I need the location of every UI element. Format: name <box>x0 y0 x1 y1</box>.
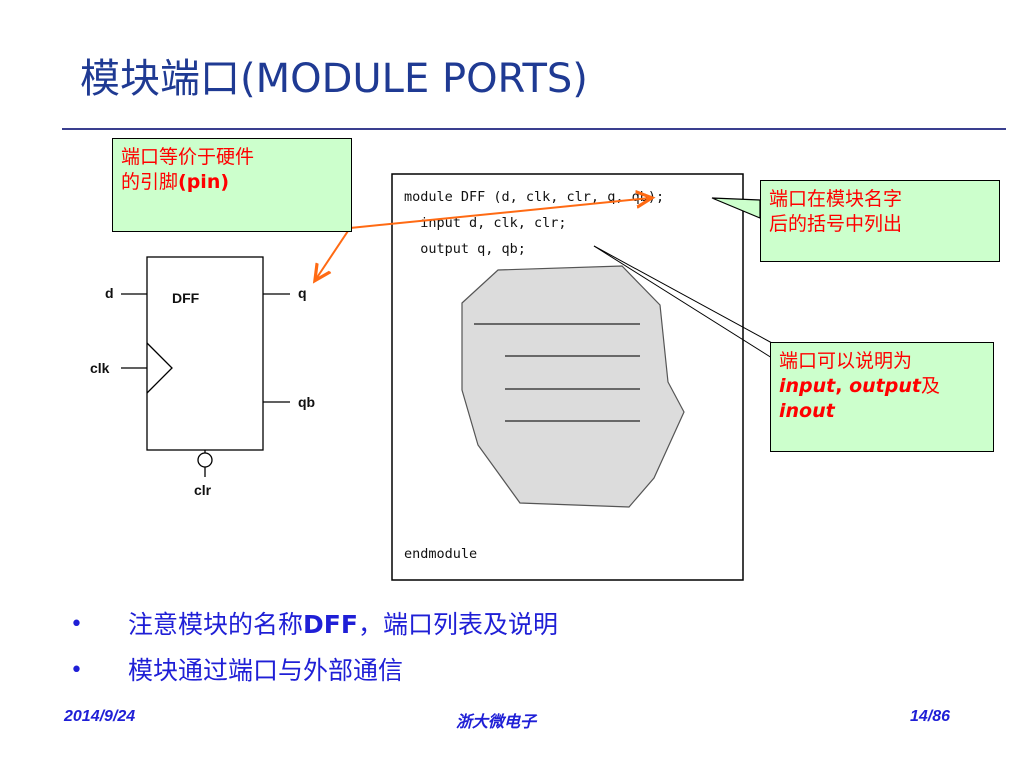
slide-title: 模块端口(MODULE PORTS) <box>80 56 588 102</box>
code-line-1: module DFF (d, clk, clr, q, qb); <box>404 189 664 205</box>
callout-port-decl-line3: inout <box>779 399 985 424</box>
comma: , <box>835 375 850 397</box>
code-line-4: endmodule <box>404 546 477 562</box>
pin-qb-label: qb <box>298 394 315 410</box>
footer-page-number: 14/86 <box>910 708 951 725</box>
keyword-inout: inout <box>779 400 835 422</box>
clr-bubble <box>197 452 213 468</box>
callout-port-decl-line1: 端口可以说明为 <box>779 350 913 372</box>
title-divider <box>62 128 1006 130</box>
callout-pin-line1: 端口等价于硬件 <box>121 146 255 168</box>
bullet-marker: • <box>70 612 83 637</box>
callout-port-list: 端口在模块名字 后的括号中列出 <box>760 180 1000 262</box>
callout-pin: 端口等价于硬件 的引脚(pin) <box>112 138 352 232</box>
bullet-1-bold: DFF <box>303 610 358 639</box>
bullet-2-text: 模块通过端口与外部通信 <box>128 656 404 685</box>
bullet-1-rest: ，端口列表及说明 <box>357 610 558 639</box>
callout-pin-line2: 的引脚(pin) <box>121 170 343 195</box>
module-body-blob <box>461 265 685 508</box>
pin-q-label: q <box>298 285 307 301</box>
code-line-3: output q, qb; <box>404 241 526 257</box>
arrow-to-code-q <box>349 198 650 229</box>
pin-clr-label: clr <box>194 482 212 498</box>
dff-block <box>146 256 264 451</box>
pin-clk-label: clk <box>90 360 110 376</box>
clock-triangle <box>146 342 173 394</box>
keyword-output: output <box>849 375 921 397</box>
dff-label: DFF <box>172 290 200 306</box>
callout-pin-text: 的引脚 <box>121 171 179 193</box>
callout-port-list-line1: 端口在模块名字 <box>769 188 903 210</box>
pin-d-label: d <box>105 285 114 301</box>
callout-pointer-decl-2 <box>593 245 773 359</box>
callout-pin-bold: (pin) <box>178 171 230 193</box>
callout-port-list-line2: 后的括号中列出 <box>769 213 903 235</box>
bullet-marker: • <box>70 658 83 683</box>
callout-port-decl-line2: input, output及 <box>779 374 985 399</box>
callout-pointer-decl-1 <box>593 245 773 344</box>
bullet-1-text: 注意模块的名称 <box>128 610 304 639</box>
callout-port-decl: 端口可以说明为 input, output及 inout <box>770 342 994 452</box>
keyword-input: input <box>779 375 836 397</box>
arrow-to-pin-q <box>316 227 351 279</box>
code-line-2: input d, clk, clr; <box>404 215 567 231</box>
footer-org: 浙大微电子 <box>456 714 537 731</box>
conjunction: 及 <box>920 375 940 397</box>
footer-date: 2014/9/24 <box>64 708 136 725</box>
